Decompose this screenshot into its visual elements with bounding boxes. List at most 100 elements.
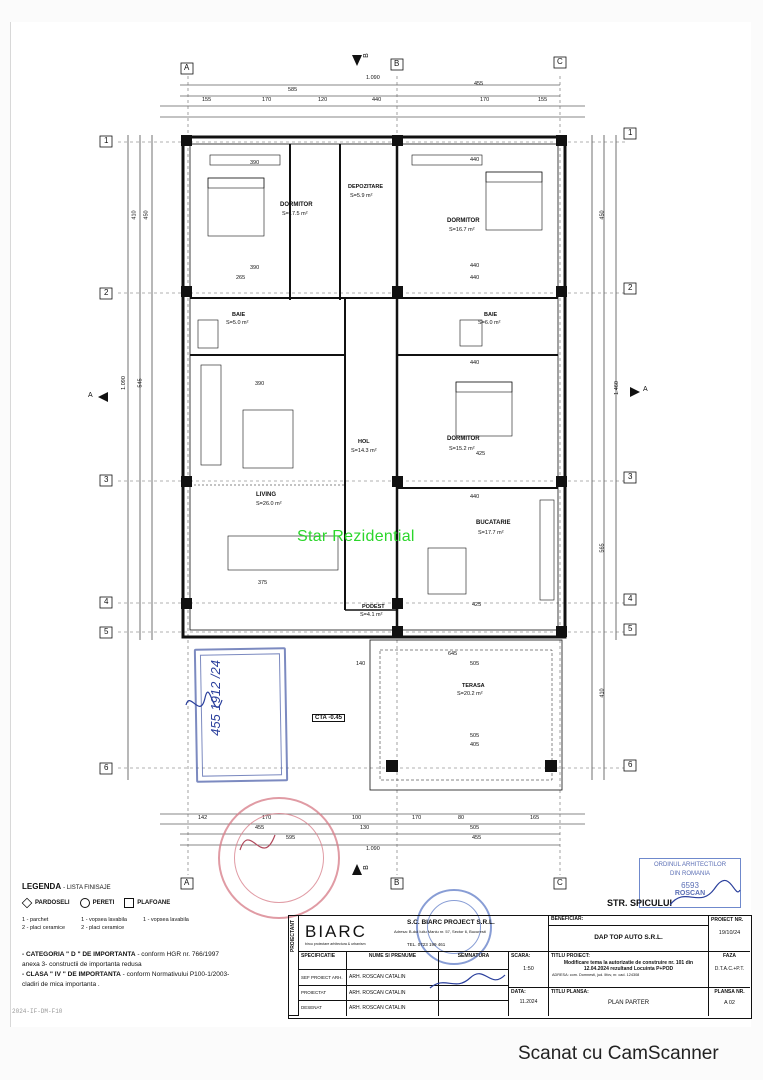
tb-adresa-proiect: ADRESA: com. Domnesti, jud. Ilfov, nr. c… — [552, 973, 640, 977]
room-terasa-name: TERASA — [462, 683, 485, 689]
tb-name-1: ARH. ROSCAN CATALIN — [349, 974, 406, 980]
company-seal-ring — [427, 900, 481, 954]
room-dormitor-2-name: DORMITOR — [447, 218, 480, 224]
tb-role-2-cell: PROIECTAT — [299, 986, 347, 1001]
room-dim-440e: 440 — [470, 494, 480, 500]
dim-top-440: 440 — [372, 97, 382, 103]
axis-b-top: B — [394, 59, 400, 68]
circle-icon — [79, 898, 90, 908]
diamond-icon — [21, 897, 33, 909]
category-line-1: - CATEGORIA " D " DE IMPORTANTA - confor… — [22, 950, 292, 960]
tb-company-address: Adresa: B-dul Iuliu Maniu nr. 57, Sector… — [394, 929, 486, 934]
order-stamp-line2: DIN ROMANIA — [669, 871, 710, 877]
tb-faza: D.T.A.C.+P.T. — [714, 966, 745, 972]
red-seal-ring — [234, 813, 324, 903]
room-dormitor-3-area: S=15.2 m² — [449, 446, 475, 452]
legend-subtitle: - LISTA FINISAJE — [63, 885, 111, 891]
tb-company-name: S.C. BIARC PROJECT S.R.L. — [407, 919, 495, 926]
axis-5-right: 5 — [628, 624, 633, 633]
tb-name-2-cell: ARH. ROSCAN CATALIN — [347, 986, 439, 1001]
tb-titlu-plansa-cell: TITLU PLANSA: PLAN PARTER — [549, 988, 709, 1016]
dim-bottom-165: 165 — [530, 815, 540, 821]
room-baie-1-area: S=5.0 m² — [226, 320, 249, 326]
tb-data: 11.2024 — [519, 999, 538, 1005]
room-bucatarie-name: BUCATARIE — [476, 520, 511, 526]
tb-spec-cell: SPECIFICATIE — [299, 952, 347, 970]
room-hol-name: HOL — [358, 439, 370, 445]
dim-bottom-142: 142 — [198, 815, 208, 821]
finish-plafoane: 1 - vopsea lavabila — [143, 916, 189, 932]
dim-bottom-505: 505 — [470, 825, 480, 831]
finish-plafoane-1: 1 - vopsea lavabila — [142, 917, 189, 923]
finish-pardoseli: 1 - parchet 2 - placi ceramice — [22, 916, 65, 932]
room-bucatarie-area: S=17.7 m² — [478, 530, 504, 536]
finish-pardoseli-2: 2 - placi ceramice — [22, 925, 66, 931]
room-dim-390a: 390 — [250, 160, 260, 166]
dim-top-total: 1.090 — [366, 75, 380, 81]
tb-side-label: PROIECTANT — [290, 920, 296, 953]
tb-side: PROIECTANT — [289, 916, 299, 1016]
room-dormitor-1-area: S=17.5 m² — [282, 211, 308, 217]
axis-2-left: 2 — [104, 288, 109, 297]
room-dim-390c: 390 — [255, 381, 265, 387]
section-mark-a-left: A — [88, 392, 93, 399]
legend-pardoseli: PARDOSELI — [21, 897, 70, 909]
tb-plansa-nr: A 02 — [723, 1000, 735, 1006]
axis-a-bottom: A — [184, 878, 190, 887]
room-terasa-area: S=20.2 m² — [457, 691, 483, 697]
tb-beneficiar: DAP TOP AUTO S.R.L. — [594, 934, 663, 941]
street-name: STR. SPICULUI — [607, 898, 673, 908]
order-stamp-line1: ORDINUL ARHITECTILOR — [653, 862, 727, 868]
dim-bottom-total: 1.090 — [366, 846, 380, 852]
section-mark-a-right: A — [643, 386, 648, 393]
finish-pereti-1: 1 - vopsea lavabila — [81, 917, 127, 923]
dim-top-120: 120 — [318, 97, 328, 103]
tb-role-1: SEF PROIECT ARH. — [301, 975, 343, 980]
tb-titlu-proiect-cell: TITLU PROIECT: Modificare tema la autori… — [549, 952, 709, 988]
tb-nume-cell: NUME SI PRENUME — [347, 952, 439, 970]
category-line-2: anexa 3- constructii de importanta redus… — [22, 960, 292, 970]
tb-role-2: PROIECTAT — [301, 990, 327, 995]
axis-1-left: 1 — [104, 136, 109, 145]
axis-4-left: 4 — [104, 597, 109, 606]
room-depozitare-area: S=5.9 m² — [350, 193, 373, 199]
tb-semn-label: SEMNATURA — [457, 953, 490, 959]
tb-beneficiar-label: BENEFICIAR: — [551, 916, 584, 922]
tb-sign-1-cell — [439, 970, 509, 986]
category-line-1-bold: - CATEGORIA " D " DE IMPORTANTA — [22, 951, 136, 958]
tb-beneficiar-label-cell: BENEFICIAR: — [549, 916, 709, 926]
room-dormitor-3-name: DORMITOR — [447, 436, 480, 442]
scanner-label: Scanat cu CamScanner — [518, 1043, 719, 1064]
tb-beneficiar-cell: DAP TOP AUTO S.R.L. — [549, 926, 709, 952]
legend-pardoseli-label: PARDOSELI — [35, 900, 70, 906]
tb-name-3-cell: ARH. ROSCAN CATALIN — [347, 1001, 439, 1016]
axis-a-top: A — [184, 63, 190, 72]
tb-role-3: DESENAT — [301, 1005, 322, 1010]
dim-top-170b: 170 — [480, 97, 490, 103]
tb-titlu-proiect: Modificare tema la autorizatie de constr… — [563, 960, 694, 972]
room-dim-645: 645 — [448, 651, 458, 657]
tb-scara: 1:50 — [523, 966, 534, 972]
dim-top-170a: 170 — [262, 97, 272, 103]
axis-3-right: 3 — [628, 472, 633, 481]
tb-logo: BIARC — [305, 922, 367, 941]
finish-list: 1 - parchet 2 - placi ceramice 1 - vopse… — [22, 916, 282, 932]
tb-scara-cell: SCARA: 1:50 — [509, 952, 549, 988]
axis-3-left: 3 — [104, 475, 109, 484]
category-line-4-text: cladiri de mica importanta . — [22, 981, 100, 988]
room-dim-505b: 505 — [470, 733, 480, 739]
tb-plansa-nr-cell: PLANSA NR. A 02 — [709, 988, 750, 1016]
finish-pereti-2: 2 - placi ceramice — [81, 925, 125, 931]
axis-5-left: 5 — [104, 627, 109, 636]
drawing-sheet — [10, 22, 751, 1027]
tb-scara-label: SCARA: — [511, 953, 531, 959]
dim-bottom-455b: 455 — [472, 835, 482, 841]
room-podest-area: S=4.1 m² — [360, 612, 383, 618]
room-dim-440d: 440 — [470, 360, 480, 366]
title-block: PROIECTANT BIARC birou proiectare arhite… — [288, 915, 752, 1019]
axis-6-left: 6 — [104, 763, 109, 772]
dim-bottom-170b: 170 — [412, 815, 422, 821]
watermark-text: Star Rezidential — [297, 528, 415, 545]
tb-project-nr-label: PROIECT NR. — [711, 917, 744, 923]
